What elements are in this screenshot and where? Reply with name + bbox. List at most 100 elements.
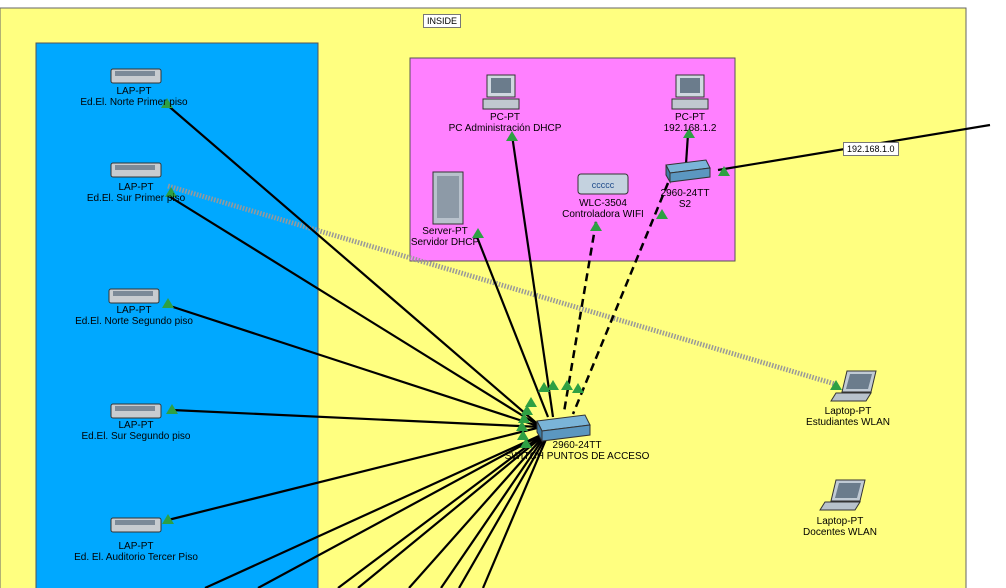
link-light <box>518 413 530 423</box>
cable-links <box>164 102 991 588</box>
device-model: LAP-PT <box>116 305 152 316</box>
link-lap3 <box>166 303 542 429</box>
access-point-icon[interactable] <box>110 403 162 419</box>
link-bottom-4 <box>357 435 544 588</box>
device-model: LAP-PT <box>116 86 152 97</box>
network-address-label: 192.168.1.0 <box>843 142 899 156</box>
link-bottom-7 <box>458 436 547 588</box>
link-light <box>165 187 177 197</box>
link-lap4 <box>171 408 542 429</box>
device-model: LAP-PT <box>118 541 154 552</box>
link-pc-ip <box>684 133 690 165</box>
link-light <box>521 405 533 415</box>
link-light <box>472 228 484 238</box>
switch-icon[interactable] <box>665 159 711 184</box>
device-model: 2960-24TT <box>660 188 710 199</box>
device-model: PC-PT <box>675 112 705 123</box>
device-model: Server-PT <box>422 226 468 237</box>
device-name: PC Administración DHCP <box>448 123 562 134</box>
link-s2 <box>571 182 670 415</box>
pc-icon[interactable] <box>482 74 520 110</box>
svg-text:ccccc: ccccc <box>592 180 615 190</box>
link-light <box>572 383 584 393</box>
lap1-label: LAP-PT Ed.El. Norte Primer piso <box>79 86 189 108</box>
laptop1-label: Laptop-PT Estudiantes WLAN <box>798 406 898 428</box>
link-light <box>718 166 730 176</box>
device-model: 2960-24TT <box>552 440 602 451</box>
link-light <box>162 298 174 308</box>
link-light <box>162 514 174 524</box>
link-light <box>517 430 529 440</box>
server-icon[interactable] <box>432 171 464 225</box>
link-light <box>166 404 178 414</box>
link-light <box>538 382 550 392</box>
device-name: 192.168.1.2 <box>663 123 717 134</box>
link-light <box>656 209 668 219</box>
lap3-label: LAP-PT Ed.El. Norte Segundo piso <box>59 305 209 327</box>
device-name: Ed.El. Norte Segundo piso <box>75 316 193 327</box>
wireless-controller-icon[interactable]: ccccc <box>577 173 629 195</box>
link-lap1 <box>164 102 542 428</box>
link-light <box>561 380 573 390</box>
device-name: Ed. El. Auditorio Tercer Piso <box>74 552 198 563</box>
pc-admin-label: PC-PT PC Administración DHCP <box>430 112 580 134</box>
switch-icon[interactable] <box>536 414 591 443</box>
device-name: Servidor DHCP <box>410 237 480 248</box>
link-indicators <box>161 98 842 524</box>
link-light <box>683 128 695 138</box>
device-name: Controladora WIFI <box>562 209 644 220</box>
link-light <box>590 221 602 231</box>
device-model: LAP-PT <box>118 182 154 193</box>
link-light <box>516 421 528 431</box>
lap4-label: LAP-PT Ed.El. Sur Segundo piso <box>66 420 206 442</box>
link-bottom-3 <box>337 434 543 588</box>
device-name: SWITCH PUNTOS DE ACCESO <box>504 451 650 462</box>
link-bottom-6 <box>440 435 546 588</box>
device-name: Ed.El. Sur Segundo piso <box>81 431 191 442</box>
s2-label: 2960-24TT S2 <box>650 188 720 210</box>
main-switch-label: 2960-24TT SWITCH PUNTOS DE ACCESO <box>502 440 652 462</box>
laptop2-label: Laptop-PT Docentes WLAN <box>790 516 890 538</box>
access-point-icon[interactable] <box>110 68 162 84</box>
link-bottom-2 <box>257 434 542 588</box>
link-light <box>547 380 559 390</box>
device-name: S2 <box>678 199 692 210</box>
access-point-icon[interactable] <box>110 162 162 178</box>
link-bottom-8 <box>481 436 549 588</box>
link-light <box>506 131 518 141</box>
device-model: WLC-3504 <box>579 198 627 209</box>
access-point-icon[interactable] <box>110 517 162 533</box>
device-model: Laptop-PT <box>824 406 872 417</box>
device-name: Ed.El. Norte Primer piso <box>80 97 188 108</box>
device-model: PC-PT <box>490 112 520 123</box>
link-lap5 <box>167 425 542 522</box>
server-label: Server-PT Servidor DHCP <box>405 226 485 248</box>
inside-zone-label: INSIDE <box>423 14 462 28</box>
wireless-zone[interactable] <box>35 42 319 588</box>
laptop-icon[interactable] <box>819 479 866 511</box>
link-pc-admin <box>510 134 555 418</box>
lap2-label: LAP-PT Ed.El. Sur Primer piso <box>71 182 201 204</box>
wireless-link <box>167 183 836 387</box>
link-light <box>830 380 842 390</box>
wlc-label: WLC-3504 Controladora WIFI <box>548 198 658 220</box>
link-lap2 <box>166 194 542 428</box>
link-light <box>161 98 173 108</box>
pc-ip-label: PC-PT 192.168.1.2 <box>650 112 730 134</box>
device-model: Laptop-PT <box>816 516 864 527</box>
device-name: Estudiantes WLAN <box>806 417 890 428</box>
link-light <box>520 438 532 448</box>
device-model: LAP-PT <box>118 420 154 431</box>
link-server <box>475 236 550 418</box>
dashed-links <box>562 182 670 415</box>
laptop-icon[interactable] <box>830 370 877 402</box>
device-name: Ed.El. Sur Primer piso <box>86 193 186 204</box>
access-point-icon[interactable] <box>108 288 160 304</box>
lap5-label: LAP-PT Ed. El. Auditorio Tercer Piso <box>51 541 221 563</box>
link-wlc <box>562 221 598 413</box>
pc-icon[interactable] <box>671 74 709 110</box>
link-bottom-1 <box>204 433 542 588</box>
link-light <box>525 397 537 407</box>
link-bottom-5 <box>408 435 545 588</box>
